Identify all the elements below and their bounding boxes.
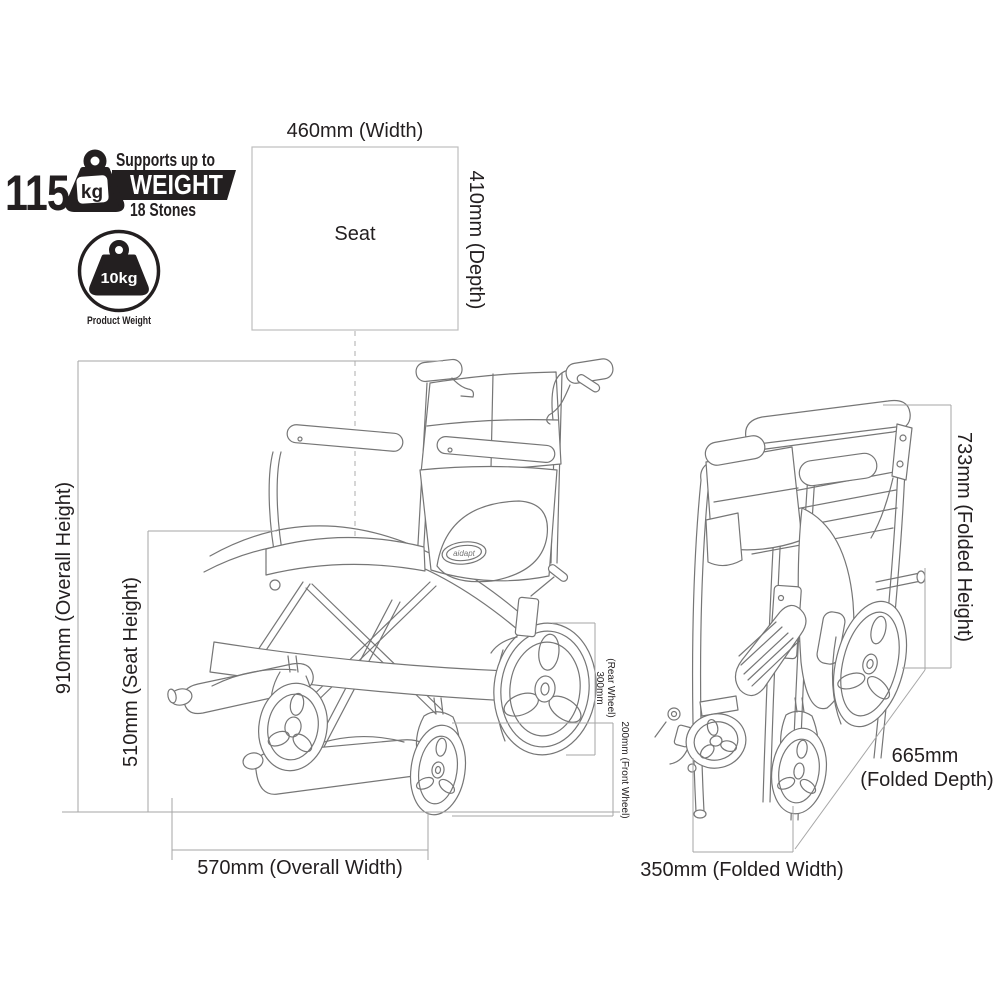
overall-height-label: 910mm (Overall Height) [53, 482, 75, 694]
capacity-badge: Supports up to WEIGHT 18 Stones kg 115 [5, 149, 236, 221]
overall-height-dimension-line [77, 360, 443, 812]
folded-depth-label-line1: 665mm [892, 745, 959, 767]
rear-wheel-label-line2: (Rear Wheel) [605, 658, 616, 717]
capacity-value-text: 115 [5, 165, 69, 221]
folded-depth-dimension-line [794, 669, 926, 850]
weight-banner-label: WEIGHT [130, 169, 223, 200]
product-weight-value: 10kg [101, 270, 138, 287]
folded-wheelchair-drawing [654, 399, 926, 821]
product-weight-kettlebell-icon: 10kg [89, 240, 149, 296]
stones-label: 18 Stones [130, 200, 196, 220]
front-caster [409, 697, 467, 816]
weight-banner [112, 170, 236, 200]
folded-width-dimension-line [692, 758, 794, 853]
dimension-lines [62, 360, 952, 860]
seat-label: Seat [334, 223, 376, 245]
front-wheel-dimension-line [452, 722, 614, 817]
far-front-caster [258, 655, 328, 772]
rear-wheel [493, 622, 597, 756]
overall-width-label: 570mm (Overall Width) [197, 857, 403, 879]
folded-armrest-near [798, 452, 878, 487]
folded-caster-mid [771, 697, 827, 815]
folded-depth-label-line2: (Folded Depth) [860, 769, 993, 791]
folded-height-dimension-line [883, 404, 952, 670]
brand-logo: aidapt [453, 549, 476, 558]
seat-width-label: 460mm (Width) [287, 120, 424, 142]
front-wheel-label: 200mm (Front Wheel) [619, 721, 630, 818]
folded-rear-wheel [832, 600, 908, 728]
capacity-unit-text: kg [81, 182, 103, 203]
kg-box [76, 175, 109, 204]
push-handles [415, 358, 614, 425]
unfolded-wheelchair-drawing: aidapt [167, 358, 614, 816]
attendant-brake [490, 564, 569, 654]
armrests [286, 424, 556, 463]
folded-width-label: 350mm (Folded Width) [640, 859, 843, 881]
seat-height-dimension-line [147, 530, 277, 812]
folded-height-label: 733mm (Folded Height) [953, 432, 975, 642]
overall-width-dimension-line [171, 798, 429, 860]
weight-kettlebell-icon: kg [65, 149, 125, 212]
seat-top-view: 460mm (Width) Seat 410mm (Depth) [251, 120, 487, 545]
dimension-labels: 910mm (Overall Height) 510mm (Seat Heigh… [53, 432, 994, 881]
product-weight-label: Product Weight [87, 315, 151, 327]
folded-caster-left [685, 695, 747, 769]
supports-label: Supports up to [116, 150, 215, 170]
rear-wheel-label-line1: 300mm [594, 671, 605, 704]
side-guard-panel: aidapt [419, 465, 558, 583]
seat-height-label: 510mm (Seat Height) [120, 577, 142, 767]
seat-outline [251, 146, 459, 331]
rear-wheel-dimension-line [552, 622, 596, 756]
folded-armrest-far [704, 435, 766, 466]
product-weight-badge: 10kg Product Weight [77, 229, 161, 327]
seat-depth-label: 410mm (Depth) [465, 171, 487, 310]
